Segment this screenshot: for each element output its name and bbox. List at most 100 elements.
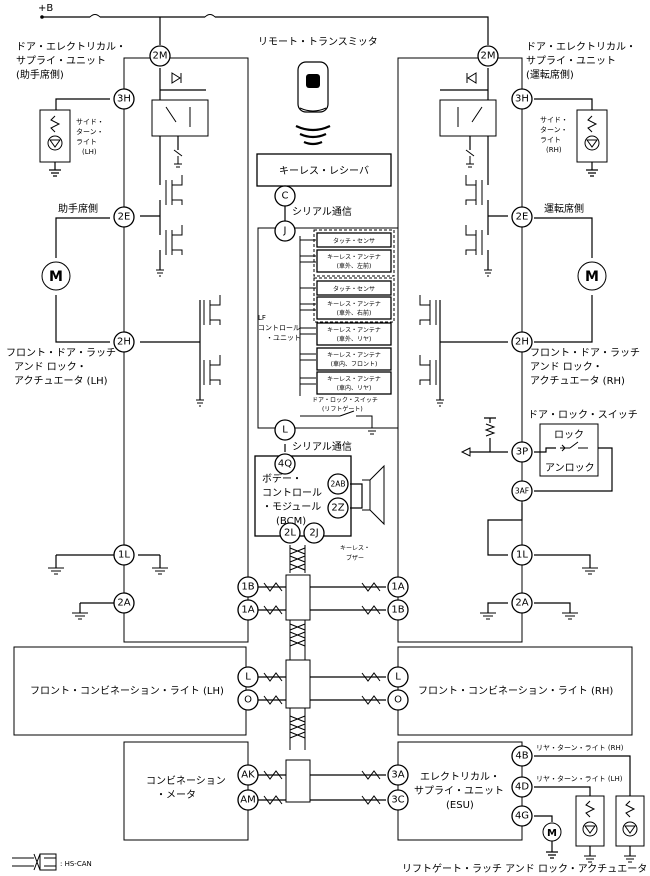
bcm bbox=[254, 455, 352, 537]
pin-esu-4g: 4G bbox=[511, 805, 533, 827]
svg-text:2J: 2J bbox=[309, 528, 318, 539]
svg-text:2M: 2M bbox=[481, 51, 496, 62]
svg-text:2E: 2E bbox=[516, 212, 529, 223]
svg-text:4B: 4B bbox=[515, 751, 528, 762]
svg-text:2H: 2H bbox=[117, 337, 131, 348]
pin-l1b: 1B bbox=[237, 576, 259, 598]
right-actuator-l3: アクチュエータ (RH) bbox=[530, 375, 625, 387]
esu-l1: エレクトリカル・ bbox=[420, 771, 500, 783]
pin-fr-l: L bbox=[387, 666, 409, 688]
serial-label-1: シリアル通信 bbox=[292, 206, 352, 218]
svg-text:(車外、右前): (車外、右前) bbox=[337, 309, 372, 317]
front-comb-lh-label: フロント・コンビネーション・ライト (LH) bbox=[30, 685, 224, 697]
left-side-lamp-l3: ライト bbox=[76, 138, 97, 146]
left-unit-line3: (助手席側) bbox=[16, 68, 64, 81]
legend-label: : HS-CAN bbox=[60, 860, 92, 868]
pin-r3p: 3P bbox=[511, 441, 533, 463]
svg-text:4D: 4D bbox=[515, 782, 529, 793]
right-seat-label: 運転席側 bbox=[544, 202, 584, 215]
svg-text:2E: 2E bbox=[118, 212, 131, 223]
right-unit-line1: ドア・エレクトリカル・ bbox=[526, 41, 636, 53]
serial-label-2: シリアル通信 bbox=[292, 441, 352, 453]
svg-text:L: L bbox=[395, 672, 401, 683]
pin-l2e: 2E bbox=[113, 206, 135, 228]
remote-transmitter: リモート・トランスミッタ bbox=[258, 36, 378, 146]
touch-sensor-1: タッチ・センサ bbox=[316, 232, 392, 248]
left-side-lamp-l1: サイド・ bbox=[76, 118, 104, 126]
right-actuator-l1: フロント・ドア・ラッチ bbox=[530, 347, 640, 359]
meter-l1: コンビネーション bbox=[146, 775, 226, 787]
right-unit-line3: (運転席側) bbox=[526, 68, 574, 81]
svg-text:タッチ・センサ: タッチ・センサ bbox=[333, 237, 375, 245]
pin-l2m: 2M bbox=[149, 45, 171, 67]
esu-l3: (ESU) bbox=[446, 800, 474, 811]
svg-text:O: O bbox=[244, 695, 252, 706]
right-actuator-l2: アンド ロック・ bbox=[530, 361, 603, 373]
svg-text:AM: AM bbox=[240, 795, 255, 806]
pin-lf-j: J bbox=[274, 220, 296, 242]
svg-text:L: L bbox=[282, 425, 288, 436]
bcm-l2: コントロール bbox=[262, 488, 322, 499]
svg-text:キーレス・アンテナ: キーレス・アンテナ bbox=[327, 376, 381, 383]
pin-l2h: 2H bbox=[113, 331, 135, 353]
svg-text:タッチ・センサ: タッチ・センサ bbox=[333, 285, 375, 293]
svg-text:M: M bbox=[49, 269, 63, 285]
pin-fl-l: L bbox=[237, 666, 259, 688]
lf-l3: ・ユニット bbox=[266, 334, 301, 342]
pin-bcm-4q: 4Q bbox=[274, 453, 296, 475]
pin-bcm-2j: 2J bbox=[303, 522, 325, 544]
right-side-lamp-l4: (RH) bbox=[546, 146, 562, 154]
receiver-label: キーレス・レシーバ bbox=[279, 165, 369, 177]
lock-label: ロック bbox=[554, 429, 584, 441]
pin-r3af: 3AF bbox=[511, 480, 533, 502]
pin-esu-3c: 3C bbox=[387, 789, 409, 811]
pin-bcm-2l: 2L bbox=[279, 522, 301, 544]
right-side-lamp-l3: ライト bbox=[540, 136, 561, 144]
pin-r2e: 2E bbox=[511, 206, 533, 228]
svg-text:M: M bbox=[547, 828, 557, 839]
pin-esu-3a: 3A bbox=[387, 764, 409, 786]
antenna-rear-exterior: キーレス・アンテナ (車外、リヤ) bbox=[316, 322, 392, 346]
bcm-l3: ・モジュール bbox=[262, 502, 321, 513]
legend-hs-can: : HS-CAN bbox=[12, 853, 92, 871]
svg-text:3AF: 3AF bbox=[515, 487, 529, 496]
svg-text:(リフトゲート): (リフトゲート) bbox=[322, 405, 363, 413]
svg-text:(車外、左前): (車外、左前) bbox=[337, 262, 372, 270]
pin-bcm-2z: 2Z bbox=[327, 497, 349, 519]
unlock-label: アンロック bbox=[545, 462, 595, 474]
svg-text:(車内、リヤ): (車内、リヤ) bbox=[337, 384, 372, 392]
right-unit-line2: サプライ・ユニット bbox=[526, 55, 616, 67]
rear-rh-label: リヤ・ターン・ライト (RH) bbox=[536, 743, 624, 752]
svg-text:2A: 2A bbox=[515, 598, 528, 609]
remote-label: リモート・トランスミッタ bbox=[258, 36, 378, 48]
svg-text:2H: 2H bbox=[515, 337, 529, 348]
buzzer-l1: キーレス・ bbox=[340, 545, 370, 552]
rear-lh-label: リヤ・ターン・ライト (LH) bbox=[536, 774, 623, 783]
left-side-lamp-l2: ターン・ bbox=[76, 127, 104, 136]
left-door-unit: ドア・エレクトリカル・ サプライ・ユニット (助手席側) サイド・ ターン・ ラ… bbox=[6, 41, 249, 643]
left-seat-label: 助手席側 bbox=[58, 202, 98, 215]
svg-text:O: O bbox=[394, 695, 402, 706]
antenna-interior-front: キーレス・アンテナ (車内、フロント) bbox=[316, 347, 392, 371]
hs-can-bus bbox=[258, 545, 386, 805]
svg-text:1L: 1L bbox=[118, 550, 130, 561]
svg-text:AK: AK bbox=[241, 770, 255, 781]
svg-text:ドア・ロック・スイッチ: ドア・ロック・スイッチ bbox=[312, 397, 378, 404]
pin-r3h: 3H bbox=[511, 88, 533, 110]
pin-meter-am: AM bbox=[237, 789, 259, 811]
antenna-interior-rear: キーレス・アンテナ (車内、リヤ) bbox=[316, 371, 392, 395]
svg-text:3A: 3A bbox=[391, 770, 404, 781]
svg-text:1A: 1A bbox=[241, 605, 254, 616]
left-actuator-l1: フロント・ドア・ラッチ bbox=[6, 347, 116, 359]
antenna-front-left: キーレス・アンテナ (車外、左前) bbox=[316, 249, 392, 273]
svg-text:1L: 1L bbox=[516, 550, 528, 561]
keyless-receiver bbox=[256, 153, 392, 187]
svg-text:4Q: 4Q bbox=[278, 459, 292, 470]
svg-text:3H: 3H bbox=[117, 94, 131, 105]
svg-text:キーレス・アンテナ: キーレス・アンテナ bbox=[327, 301, 381, 308]
pin-r1l: 1L bbox=[511, 544, 533, 566]
right-side-lamp-l1: サイド・ bbox=[540, 116, 568, 124]
pin-fr-o: O bbox=[387, 689, 409, 711]
svg-text:(車内、フロント): (車内、フロント) bbox=[331, 360, 378, 368]
